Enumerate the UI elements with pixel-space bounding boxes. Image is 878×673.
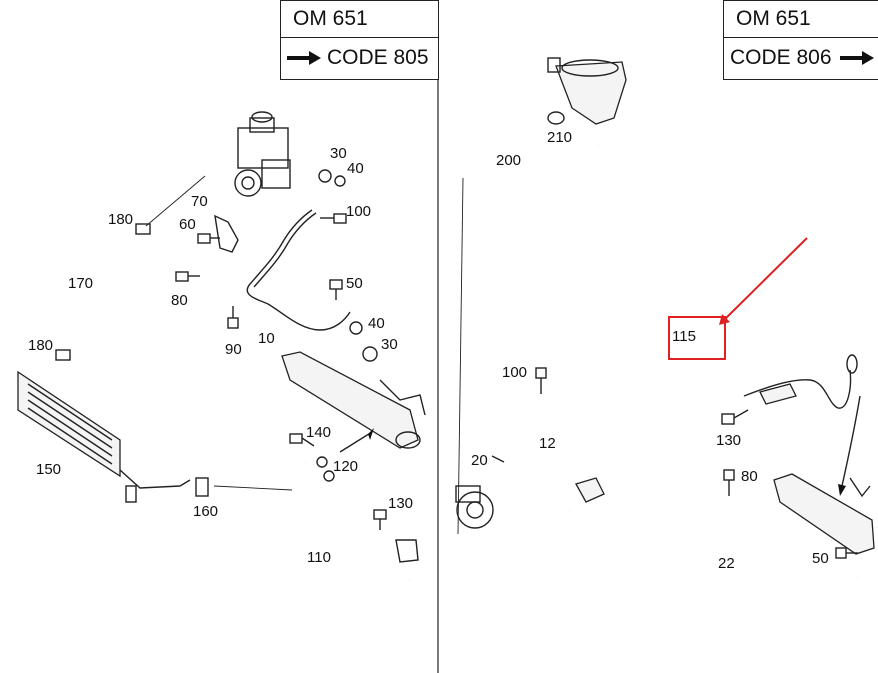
header-box-left: OM 651 CODE 805 xyxy=(280,0,439,80)
header-box-right: OM 651 CODE 806 xyxy=(723,0,878,80)
callout-80: 80 xyxy=(171,292,188,309)
arrow-right-icon xyxy=(287,51,321,65)
bolt xyxy=(329,279,343,300)
callout-40b: 40 xyxy=(368,315,385,332)
left-callout-labels: 30 40 100 180 70 60 170 80 50 10 90 40 3… xyxy=(28,145,413,566)
callout-60: 60 xyxy=(179,216,196,233)
hose-clamp xyxy=(135,223,151,235)
bolt xyxy=(175,271,200,282)
right-callout-labels: 210 200 115 100 12 20 130 80 22 50 xyxy=(471,129,829,572)
callout-180: 180 xyxy=(108,211,133,228)
callout-50: 50 xyxy=(346,275,363,292)
steering-gear-right xyxy=(773,473,875,555)
callout-90: 90 xyxy=(225,341,242,358)
hose-clamp xyxy=(55,349,71,361)
engine-label-right: OM 651 xyxy=(724,1,878,38)
callout-170: 170 xyxy=(68,275,93,292)
callout-130: 130 xyxy=(388,495,413,512)
callout-150: 150 xyxy=(36,461,61,478)
code-label-left: CODE 805 xyxy=(327,46,429,69)
callout-200: 200 xyxy=(496,152,521,169)
callout-30: 30 xyxy=(330,145,347,162)
arrow-right-icon xyxy=(839,51,874,65)
callout-180b: 180 xyxy=(28,337,53,354)
callout-40: 40 xyxy=(347,160,364,177)
callout-160: 160 xyxy=(193,503,218,520)
highlight-arrow xyxy=(723,237,808,321)
bolt xyxy=(535,367,547,394)
bolt xyxy=(227,306,239,329)
steering-gear-left xyxy=(281,351,426,449)
steering-pump-right xyxy=(455,485,494,529)
clip-160 xyxy=(195,477,209,497)
seal-ring xyxy=(316,456,328,468)
callout-12: 12 xyxy=(539,435,556,452)
bracket xyxy=(214,214,239,253)
oil-cooler-150 xyxy=(17,370,191,503)
callout-10: 10 xyxy=(258,330,275,347)
callout-130r: 130 xyxy=(716,432,741,449)
code-row-right: CODE 806 xyxy=(724,38,878,78)
callout-50r: 50 xyxy=(812,550,829,567)
steering-pump-left xyxy=(234,111,291,197)
code-label-right: CODE 806 xyxy=(730,46,832,69)
bolt xyxy=(721,409,749,425)
bolt xyxy=(835,547,858,559)
callout-120: 120 xyxy=(333,458,358,475)
callout-20: 20 xyxy=(471,452,488,469)
callout-110: 110 xyxy=(307,549,331,566)
callout-140: 140 xyxy=(306,424,331,441)
seal-ring xyxy=(362,346,378,362)
callout-80r: 80 xyxy=(741,468,758,485)
callout-70: 70 xyxy=(191,193,208,210)
callout-30b: 30 xyxy=(381,336,398,353)
pressure-hose-12 xyxy=(494,401,543,517)
engine-label-left: OM 651 xyxy=(281,1,438,38)
seal-ring xyxy=(318,169,332,183)
callout-210: 210 xyxy=(547,129,572,146)
seal-ring xyxy=(334,175,346,187)
highlight-box xyxy=(668,316,726,360)
code-row-left: CODE 805 xyxy=(281,38,438,78)
right-panel-drawing xyxy=(452,57,875,602)
bolt xyxy=(373,509,387,530)
hose-clamp-210 xyxy=(547,111,565,125)
left-panel-drawing xyxy=(17,111,426,582)
callout-100r: 100 xyxy=(502,364,527,381)
bolt xyxy=(320,213,347,224)
seal-ring xyxy=(349,321,363,335)
pressure-line-left xyxy=(246,209,351,331)
pin-20 xyxy=(491,455,505,463)
callout-100: 100 xyxy=(346,203,371,220)
callout-22: 22 xyxy=(718,555,735,572)
bolt xyxy=(723,469,735,496)
bolt xyxy=(197,233,220,244)
bolt xyxy=(289,433,315,447)
callout-115: 115 xyxy=(672,328,696,345)
highlight-annotation xyxy=(668,237,808,360)
seal-ring xyxy=(323,470,335,482)
fluid-reservoir xyxy=(547,57,627,125)
